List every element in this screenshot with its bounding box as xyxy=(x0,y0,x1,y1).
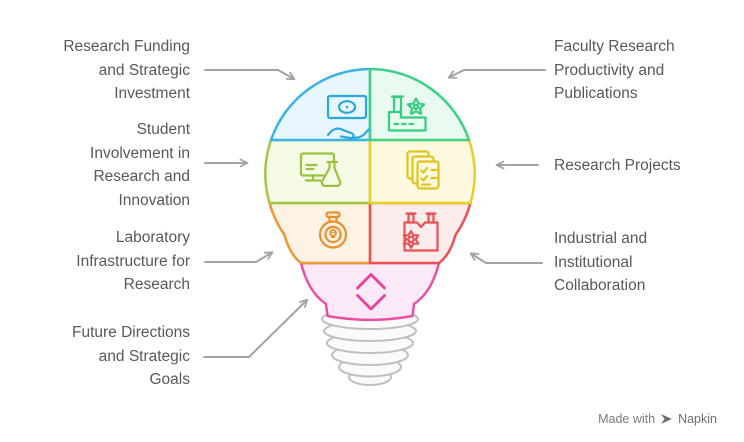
label-line: Research xyxy=(123,276,190,293)
label-line: Student xyxy=(136,121,190,138)
label-line: Goals xyxy=(149,371,191,388)
section-future-directions xyxy=(299,261,441,321)
arrow-industrial-collaboration xyxy=(469,252,543,264)
napkin-pen-icon xyxy=(661,414,673,424)
section-research-funding xyxy=(269,67,372,142)
money-hand-icon xyxy=(326,94,370,140)
poison-flask-icon xyxy=(318,211,348,249)
label-line: Laboratory xyxy=(115,229,190,246)
label-laboratory-infrastructure: Laboratory Infrastructure for Research xyxy=(0,226,190,297)
section-student-involvement xyxy=(264,138,372,205)
label-line: and Strategic xyxy=(98,61,190,79)
label-line: Research and xyxy=(93,168,190,185)
label-line: Future Directions xyxy=(71,324,190,341)
documents-checklist-icon xyxy=(406,150,440,190)
diamond-chevrons-icon xyxy=(356,273,386,311)
monitor-flask-icon xyxy=(299,152,342,188)
label-line: Institutional xyxy=(554,253,633,271)
label-line: and Strategic xyxy=(98,347,190,365)
label-line: Research Projects xyxy=(554,157,681,174)
label-line: Investment xyxy=(114,85,190,102)
factory-star-icon xyxy=(387,95,427,132)
section-industrial-collaboration xyxy=(368,201,472,265)
label-line: Industrial and xyxy=(554,230,648,247)
label-line: Publications xyxy=(554,85,638,102)
label-line: Involvement in xyxy=(90,144,190,162)
label-line: Research Funding xyxy=(63,38,190,55)
napkin-watermark[interactable]: Made with Napkin xyxy=(598,412,717,426)
connector-arrows xyxy=(203,69,546,358)
label-student-involvement: Student Involvement in Research and Inno… xyxy=(0,118,190,212)
label-research-projects: Research Projects xyxy=(554,154,734,178)
watermark-prefix: Made with xyxy=(598,412,656,426)
arrow-future-directions xyxy=(203,298,309,358)
label-line: Productivity and xyxy=(554,61,665,79)
arrow-laboratory-infrastructure xyxy=(204,251,274,263)
label-line: Innovation xyxy=(118,191,190,209)
factory-gear-icon xyxy=(402,212,439,252)
arrow-faculty-research xyxy=(447,69,546,79)
label-faculty-research: Faculty Research Productivity and Public… xyxy=(554,35,734,106)
label-industrial-collaboration: Industrial and Institutional Collaborati… xyxy=(554,227,734,298)
label-line: Infrastructure for xyxy=(76,252,190,270)
arrow-research-funding xyxy=(204,69,296,81)
label-research-funding: Research Funding and Strategic Investmen… xyxy=(0,35,190,106)
bulb-screw-base xyxy=(321,308,419,386)
watermark-brand: Napkin xyxy=(678,412,717,426)
label-line: Collaboration xyxy=(554,277,646,294)
label-future-directions: Future Directions and Strategic Goals xyxy=(0,321,190,392)
label-line: Faculty Research xyxy=(554,38,675,55)
